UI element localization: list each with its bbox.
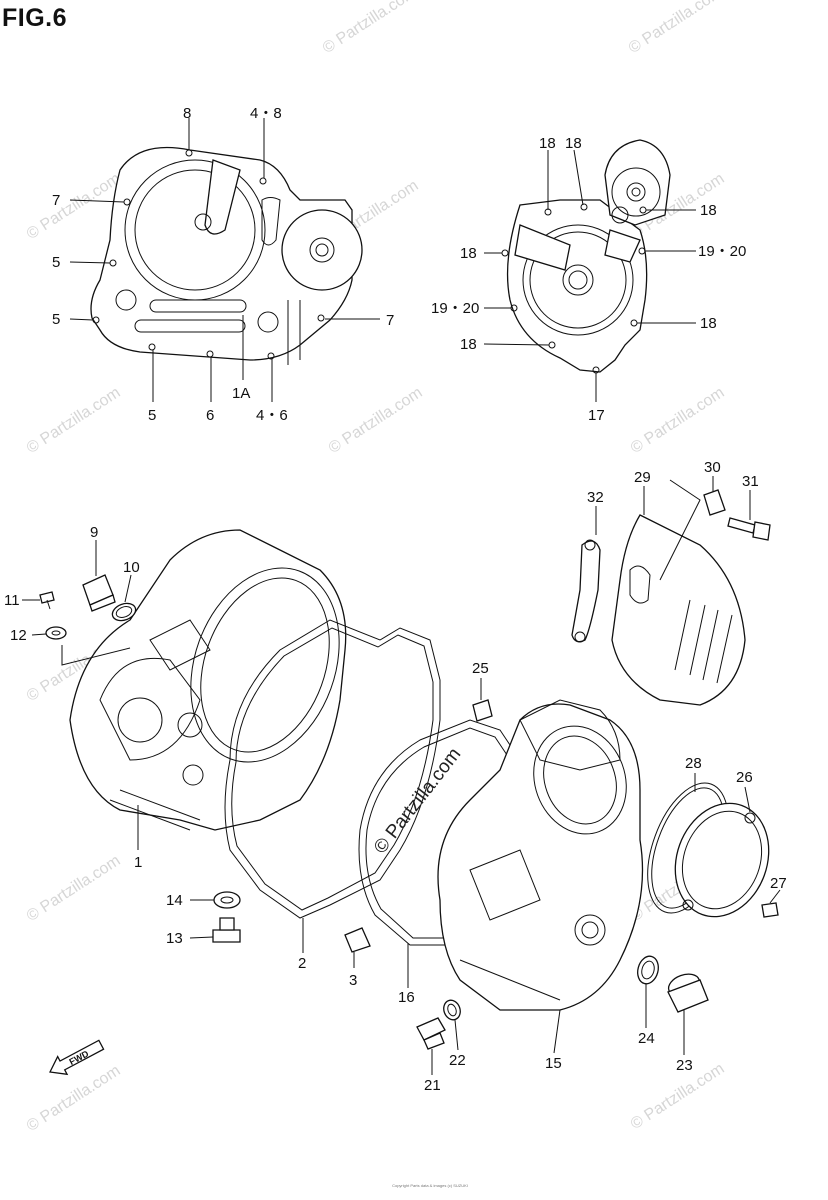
callout-leaders-right — [595, 476, 751, 581]
callout-3: 3 — [349, 972, 357, 989]
callout-14: 14 — [166, 892, 183, 909]
callout-4-8: 4・8 — [250, 105, 282, 122]
copyright-notice: Copyright Parts data & images (c) SUZUKI — [392, 1183, 468, 1188]
callout-26: 26 — [736, 769, 753, 786]
callout-32: 32 — [587, 489, 604, 506]
callout-24: 24 — [638, 1030, 655, 1047]
sprocket-cover-outline — [571, 489, 771, 706]
callout-7: 7 — [52, 192, 60, 209]
callout-17: 17 — [588, 407, 605, 424]
callout-leaders-cap — [694, 773, 781, 904]
callout-12: 12 — [10, 627, 27, 644]
callout-18: 18 — [460, 336, 477, 353]
callout-25: 25 — [472, 660, 489, 677]
callout-16: 16 — [398, 989, 415, 1006]
right-cover-small-parts — [416, 955, 709, 1050]
callout-18: 18 — [565, 135, 582, 152]
callout-15: 15 — [545, 1055, 562, 1072]
callout-9: 9 — [90, 524, 98, 541]
oil-filler-cap-parts — [39, 574, 137, 640]
callout-leaders-upper-left — [69, 118, 380, 402]
callout-5: 5 — [148, 407, 156, 424]
callout-28: 28 — [685, 755, 702, 772]
callout-1a: 1A — [232, 385, 250, 402]
callout-1: 1 — [134, 854, 142, 871]
callout-18: 18 — [460, 245, 477, 262]
callout-18: 18 — [700, 202, 717, 219]
callout-leaders-center — [431, 984, 685, 1075]
inspection-cap-outline — [647, 782, 779, 918]
crankcase-cover-outline — [69, 529, 347, 831]
callout-18: 18 — [700, 315, 717, 332]
drain-plug-parts — [212, 891, 371, 953]
callout-7: 7 — [386, 312, 394, 329]
callout-30: 30 — [704, 459, 721, 476]
callout-leaders-upper-right — [483, 149, 696, 402]
callout-2: 2 — [298, 955, 306, 972]
callout-6: 6 — [206, 407, 214, 424]
callout-18: 18 — [539, 135, 556, 152]
callout-5: 5 — [52, 254, 60, 271]
callout-leaders-lower-left — [22, 540, 355, 968]
callout-19-20: 19・20 — [431, 300, 479, 317]
dowel-pin — [472, 678, 493, 722]
figure-title: FIG.6 — [2, 4, 68, 32]
magneto-cover-outline — [501, 139, 671, 374]
callout-4-6: 4・6 — [256, 407, 288, 424]
callout-22: 22 — [449, 1052, 466, 1069]
callout-29: 29 — [634, 469, 651, 486]
clutch-cover-outline — [90, 146, 363, 365]
callout-11: 11 — [4, 592, 20, 609]
callout-31: 31 — [742, 473, 759, 490]
forward-direction-arrow: FWD — [49, 1039, 105, 1076]
generator-cover-outline — [437, 699, 644, 1011]
callout-8: 8 — [183, 105, 191, 122]
callout-13: 13 — [166, 930, 183, 947]
callout-21: 21 — [424, 1077, 441, 1094]
callout-23: 23 — [676, 1057, 693, 1074]
callout-27: 27 — [770, 875, 787, 892]
callout-5: 5 — [52, 311, 60, 328]
callout-19-20: 19・20 — [698, 243, 746, 260]
callout-10: 10 — [123, 559, 140, 576]
